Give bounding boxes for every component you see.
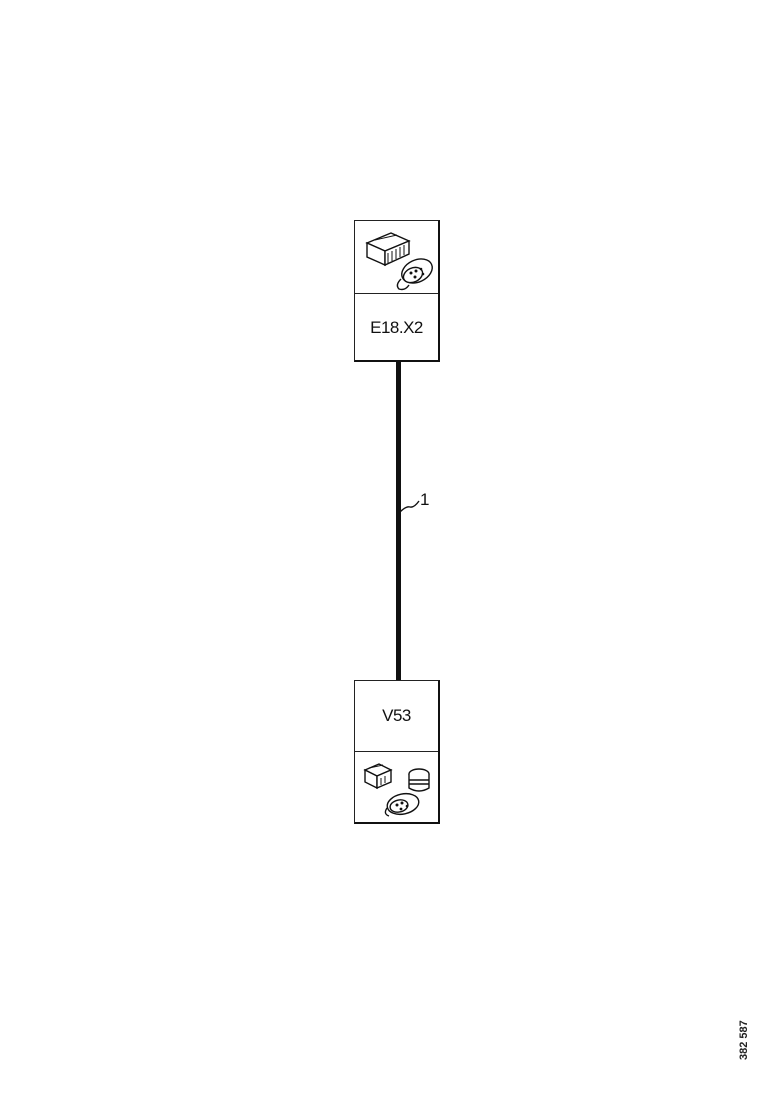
connector-v53: V53 [354,680,440,824]
document-code: 382 587 [738,1020,750,1060]
connector-label: V53 [355,681,438,752]
wire-leader-line [399,500,420,513]
connector-plug-icon [355,752,438,823]
connector-label: E18.X2 [370,317,423,337]
connector-plug-icon [355,221,438,294]
wire-label: 1 [420,490,430,509]
wire [396,362,401,680]
connector-e18-x2: E18.X2 [354,220,440,362]
